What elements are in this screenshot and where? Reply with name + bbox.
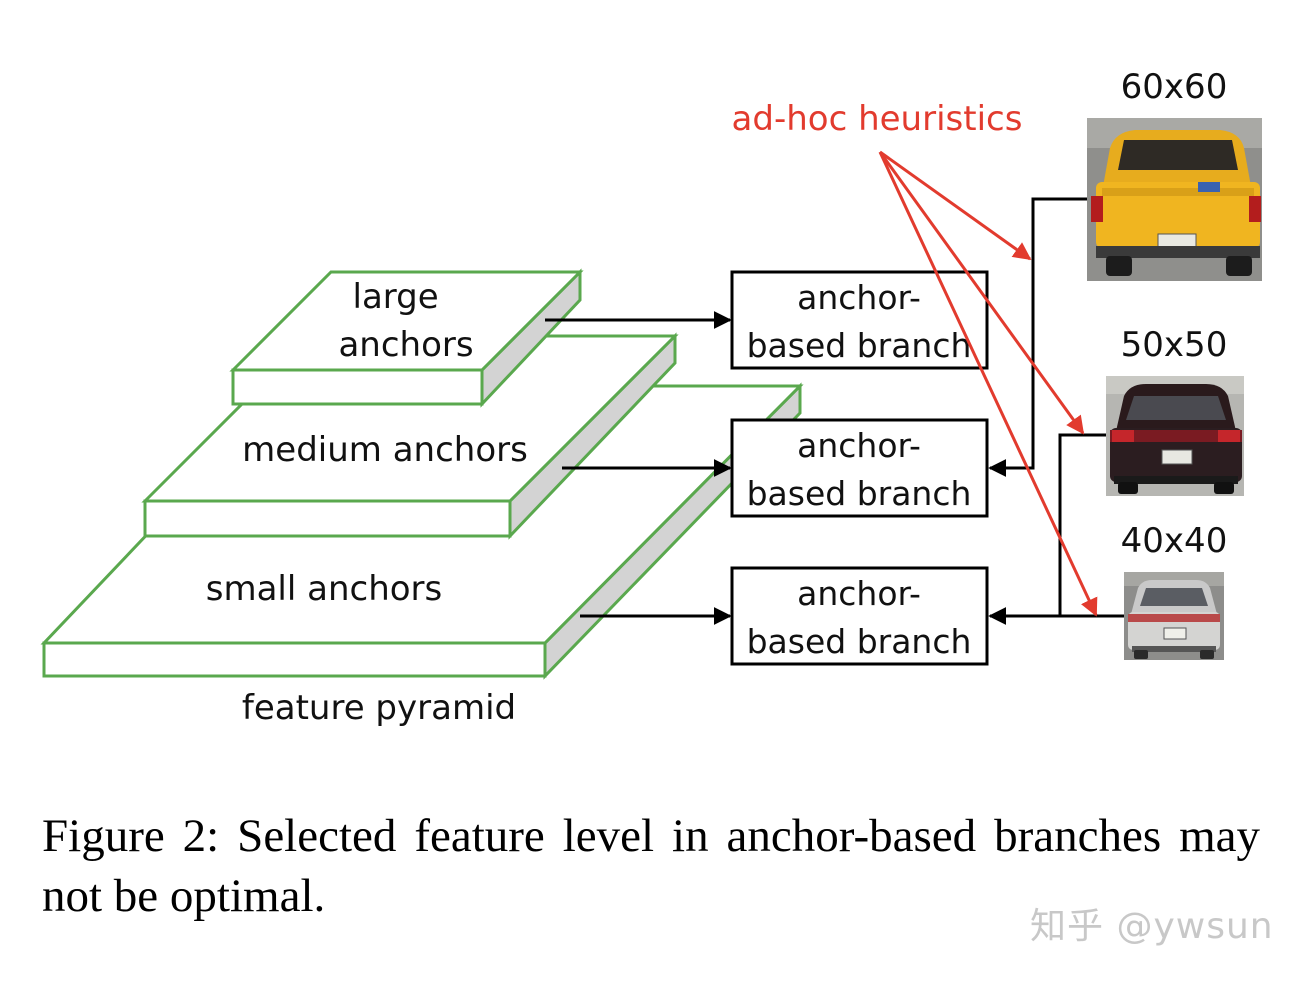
pyramid-caption: feature pyramid <box>242 688 516 728</box>
branch-1-line1: anchor- <box>797 278 921 317</box>
car-image-50x50 <box>1106 376 1244 496</box>
heuristic-arrow-50 <box>878 151 1085 435</box>
connector-60-to-branch-2 <box>988 197 1087 477</box>
branch-box-1: anchor- based branch <box>730 270 989 370</box>
figure-caption: Figure 2: Selected feature level in anch… <box>42 810 1260 922</box>
pyramid-label-large-line2: anchors <box>338 325 473 365</box>
watermark: 知乎 @ywsun <box>1030 906 1274 947</box>
heuristic-arrow-60 <box>879 150 1032 261</box>
heuristic-arrow-40 <box>878 151 1098 617</box>
branch-box-2: anchor- based branch <box>730 418 989 518</box>
branch-2-line2: based branch <box>747 474 972 513</box>
branch-1-line2: based branch <box>747 326 972 365</box>
pyramid-label-large-line1: large <box>353 277 439 317</box>
size-label-40: 40x40 <box>1121 521 1228 561</box>
pyramid-label-medium: medium anchors <box>242 430 528 470</box>
size-label-60: 60x60 <box>1121 67 1228 107</box>
car-image-60x60 <box>1087 118 1262 281</box>
heuristics-label: ad-hoc heuristics <box>732 99 1023 139</box>
branch-3-line2: based branch <box>747 622 972 661</box>
branch-box-3: anchor- based branch <box>730 566 989 666</box>
pyramid-level-medium: medium anchors <box>141 332 679 540</box>
pyramid-label-large: large anchors <box>338 277 473 365</box>
branch-2-line1: anchor- <box>797 426 921 465</box>
connector-50-to-branch-3 <box>988 433 1106 625</box>
pyramid-level-large: large anchors <box>229 268 584 408</box>
size-label-50: 50x50 <box>1121 325 1228 365</box>
car-image-40x40 <box>1124 572 1224 660</box>
pyramid-label-small: small anchors <box>206 569 443 609</box>
branch-3-line1: anchor- <box>797 574 921 613</box>
